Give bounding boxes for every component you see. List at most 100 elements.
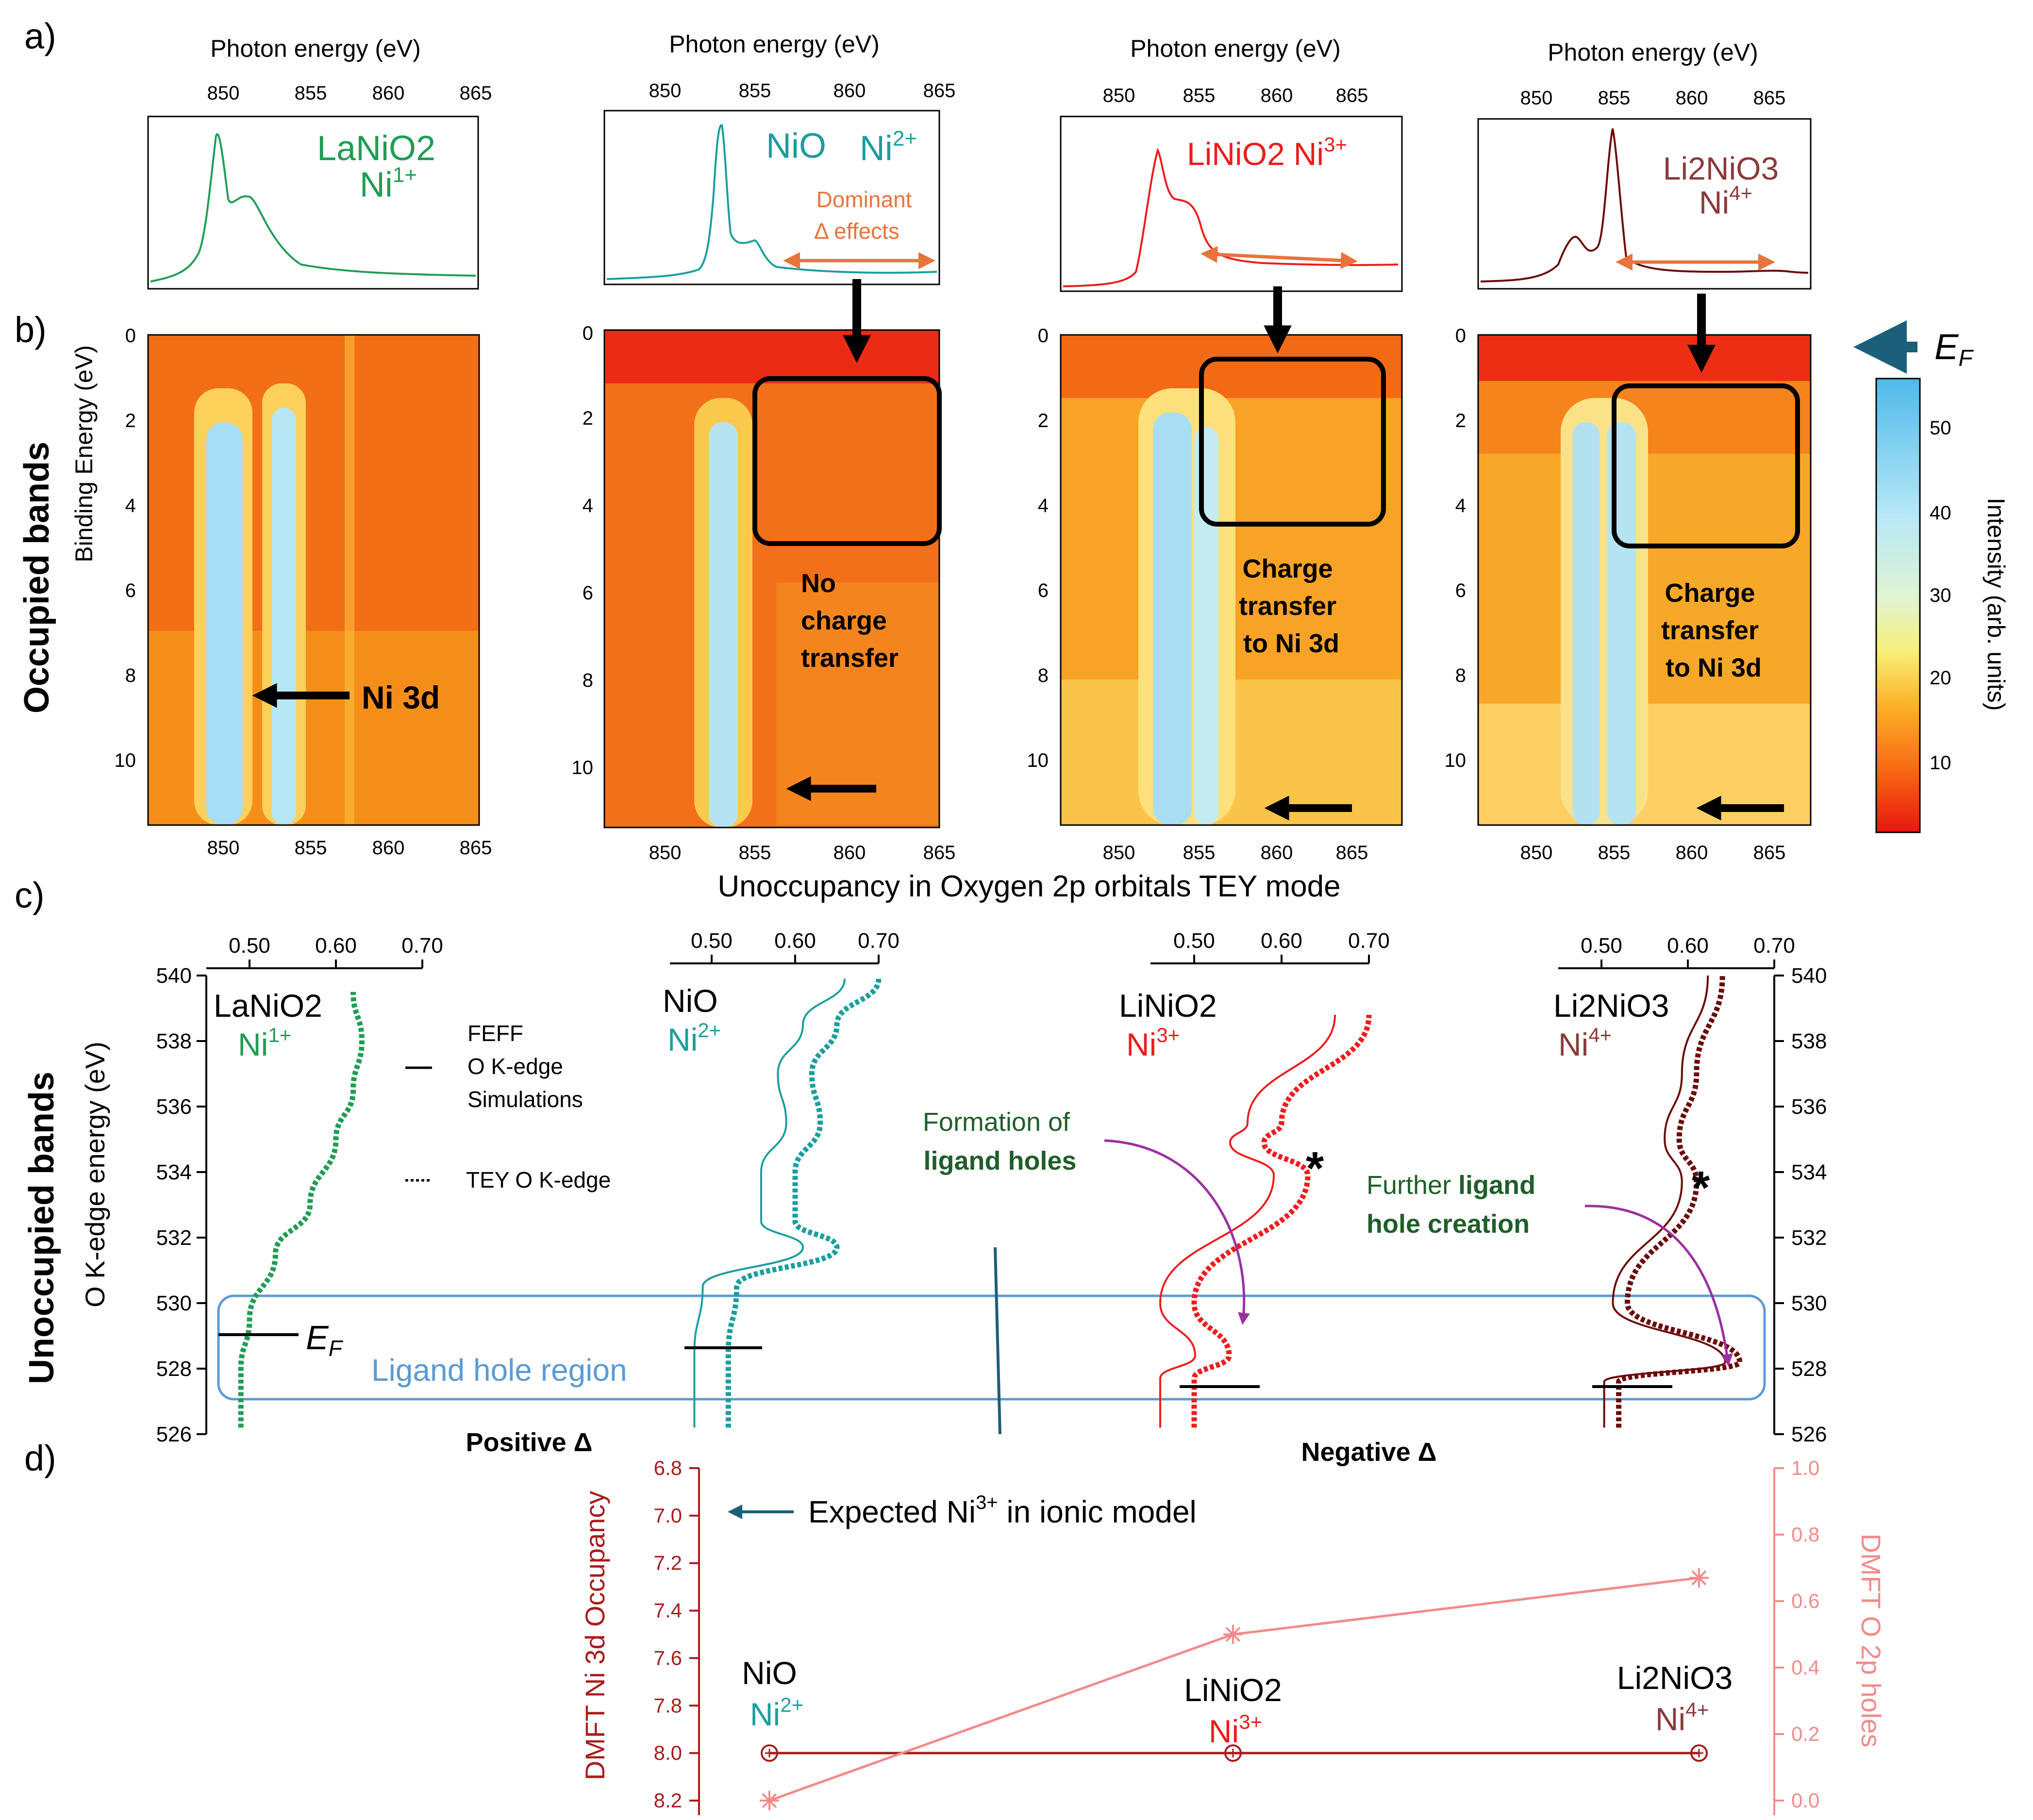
material-label: Li2NiO3 [1553, 988, 1669, 1024]
feff-curve-nio [693, 978, 846, 1428]
y-tick-labels: 0 2 4 6 8 10 [1027, 325, 1049, 771]
box-annotation: No charge transfer [801, 569, 899, 673]
y-tick-label: 528 [1791, 1357, 1827, 1381]
x-tick: 865 [1753, 87, 1786, 109]
dmft-series [760, 1568, 1709, 1810]
panel-c: Unoccupied bands O K-edge energy (eV) 52… [22, 929, 1827, 1467]
spectrum-frame [603, 110, 940, 285]
x-tick-labels: 850 855 860 865 [649, 842, 956, 863]
y-tick: 2 [1455, 410, 1466, 431]
x-tick: 855 [739, 80, 771, 101]
ok-edge-axis-label: O K-edge energy (eV) [80, 1042, 110, 1307]
y-tick: 2 [125, 410, 136, 431]
x-tick: 855 [1598, 842, 1631, 863]
map-frame [147, 334, 480, 826]
rixs-map-lanio2: Ni 3d 0 2 4 6 8 10 850 855 860 865 [115, 325, 492, 859]
y-tick: 4 [125, 495, 136, 516]
x-tick-labels: 850 855 860 865 [1520, 842, 1786, 863]
y-tick-label: 536 [156, 1095, 192, 1119]
x-tick-label: 0.60 [1667, 934, 1709, 958]
ion-label: Ni4+ [1699, 182, 1752, 220]
colorbar-tick: 30 [1930, 585, 1951, 606]
x-tick: 855 [295, 837, 327, 859]
x-tick: 860 [1261, 842, 1293, 863]
y-tick-label: 7.8 [654, 1694, 682, 1717]
x-tick-labels: 850 855 860 865 [207, 837, 492, 859]
occupied-bands-label: Occupied bands [17, 442, 56, 713]
x-tick: 850 [1103, 842, 1135, 863]
x-tick: 855 [1598, 87, 1631, 109]
x-tick: 860 [1261, 85, 1293, 106]
photon-energy-label: Photon energy (eV) [210, 35, 421, 62]
y-tick: 0 [125, 325, 136, 347]
occupancy-point [1224, 1744, 1242, 1762]
occupancy-point [761, 1744, 778, 1762]
x-tick: 855 [295, 83, 327, 104]
ok-edge-spectra [238, 975, 1743, 1428]
colorbar-tick: 20 [1930, 667, 1951, 689]
y-tick-label: 534 [1791, 1160, 1827, 1184]
formation-annotation: Formation of ligand holes [923, 1108, 1077, 1175]
material-label: NiO [742, 1655, 797, 1691]
rixs-map-li2nio3: Charge transfer to Ni 3d 0 2 4 6 8 10 85… [1445, 294, 1812, 863]
fermi-label-c: EF [306, 1319, 344, 1361]
holes-point [1223, 1624, 1243, 1644]
tey-curve-lanio2 [238, 992, 365, 1428]
orange-double-arrow [1200, 246, 1358, 269]
y-tick-label: 534 [156, 1160, 192, 1184]
unoccupied-bands-label: Unoccupied bands [22, 1072, 61, 1384]
ion-label: Ni1+ [360, 163, 417, 204]
intensity-band [1194, 427, 1218, 825]
material-label: LaNiO2 [214, 988, 322, 1024]
xas-spectrum-li2nio3: Photon energy (eV) 850 855 860 865 Li2Ni… [1477, 39, 1812, 290]
y-tick: 4 [1038, 495, 1049, 516]
ligand-hole-label: Ligand hole region [371, 1353, 627, 1388]
y-tick-label: 1.0 [1791, 1456, 1819, 1479]
x-tick: 860 [833, 80, 866, 101]
x-tick: 865 [1336, 85, 1368, 106]
further-annotation: Further ligand hole creation [1366, 1171, 1543, 1239]
x-tick-label: 0.70 [858, 929, 900, 953]
positive-delta-label: Positive Δ [466, 1428, 593, 1457]
dominant-effects-label: Dominant [817, 187, 912, 212]
spectrum-frame [147, 116, 479, 290]
ion-label: Ni4+ [1558, 1024, 1612, 1062]
x-tick: 850 [1520, 87, 1553, 109]
x-tick-label: 0.50 [1581, 934, 1622, 958]
x-tick: 850 [207, 83, 240, 104]
y-tick: 2 [1038, 410, 1049, 431]
xas-spectrum-lanio2: Photon energy (eV) 850 855 860 865 LaNiO… [147, 35, 492, 290]
panel-a: Photon energy (eV) 850 855 860 865 LaNiO… [147, 31, 1812, 292]
y-tick-label: 7.6 [654, 1646, 682, 1669]
fermi-level-label: EF [1934, 327, 1974, 371]
left-y-ticks-d: 6.87.07.27.47.67.88.08.2 [654, 1456, 699, 1812]
panel-letter-d: d) [24, 1438, 56, 1478]
holes-axis-label: DMFT O 2p holes [1856, 1534, 1886, 1748]
y-tick: 2 [583, 408, 593, 429]
map-background-top [1478, 335, 1811, 381]
negative-delta-label: Negative Δ [1301, 1438, 1437, 1467]
x-tick-label: 0.50 [229, 934, 270, 958]
x-tick-label: 0.60 [1261, 929, 1302, 953]
holes-point [1689, 1568, 1709, 1588]
panel-b: Occupied bands Binding Energy (eV) Ni 3d… [17, 279, 2010, 903]
x-tick: 865 [923, 80, 956, 101]
x-tick: 855 [1183, 842, 1216, 863]
intensity-band [345, 335, 354, 825]
y-tick-label: 7.0 [654, 1504, 682, 1527]
legend-tey: TEY O K-edge [466, 1167, 611, 1192]
y-tick: 8 [1038, 665, 1049, 686]
y-tick-label: 530 [1791, 1291, 1827, 1315]
y-tick-label: 530 [156, 1291, 192, 1315]
y-tick: 8 [583, 670, 593, 691]
x-tick-label: 0.70 [1348, 929, 1390, 953]
y-tick: 6 [1455, 580, 1466, 601]
colorbar-label: Intensity (arb. units) [1983, 497, 2010, 711]
ion-label: Ni2+ [667, 1019, 721, 1058]
colorbar-tick: 10 [1930, 752, 1951, 774]
panel-letter-c: c) [15, 875, 45, 915]
y-tick-label: 0.4 [1791, 1656, 1819, 1679]
